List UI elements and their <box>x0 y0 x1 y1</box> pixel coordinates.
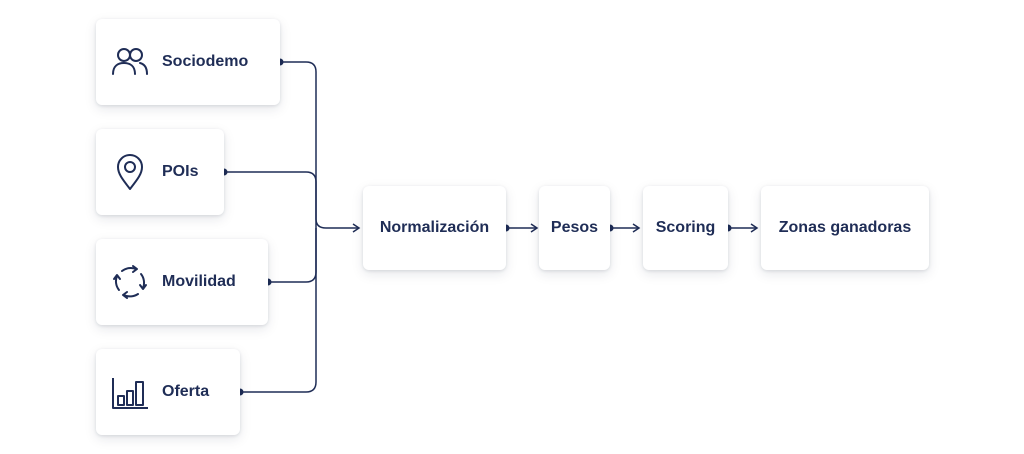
map-pin-icon <box>108 150 152 194</box>
source-label: POIs <box>162 163 199 180</box>
step-label: Normalización <box>379 219 490 236</box>
connector-pois <box>224 171 317 228</box>
users-icon <box>108 40 152 84</box>
step-label: Zonas ganadoras <box>778 219 912 236</box>
bar-chart-icon <box>108 370 152 414</box>
step-label: Scoring <box>655 219 716 236</box>
source-card-oferta: Oferta <box>96 349 240 435</box>
step-card-pesos: Pesos <box>539 186 610 270</box>
step-label: Pesos <box>550 219 599 236</box>
source-card-pois: POIs <box>96 129 224 215</box>
step-card-normalizacion: Normalización <box>363 186 506 270</box>
source-card-sociodemo: Sociodemo <box>96 19 280 105</box>
source-label: Sociodemo <box>162 53 249 70</box>
refresh-arrows-icon <box>108 260 152 304</box>
source-label: Movilidad <box>162 273 236 290</box>
source-card-movilidad: Movilidad <box>96 239 268 325</box>
step-card-scoring: Scoring <box>643 186 728 270</box>
connector-sociodemo <box>280 61 358 229</box>
step-card-zonas-ganadoras: Zonas ganadoras <box>761 186 929 270</box>
source-label: Oferta <box>162 383 210 400</box>
connector-movilidad <box>268 228 317 283</box>
connector-oferta <box>240 228 317 393</box>
